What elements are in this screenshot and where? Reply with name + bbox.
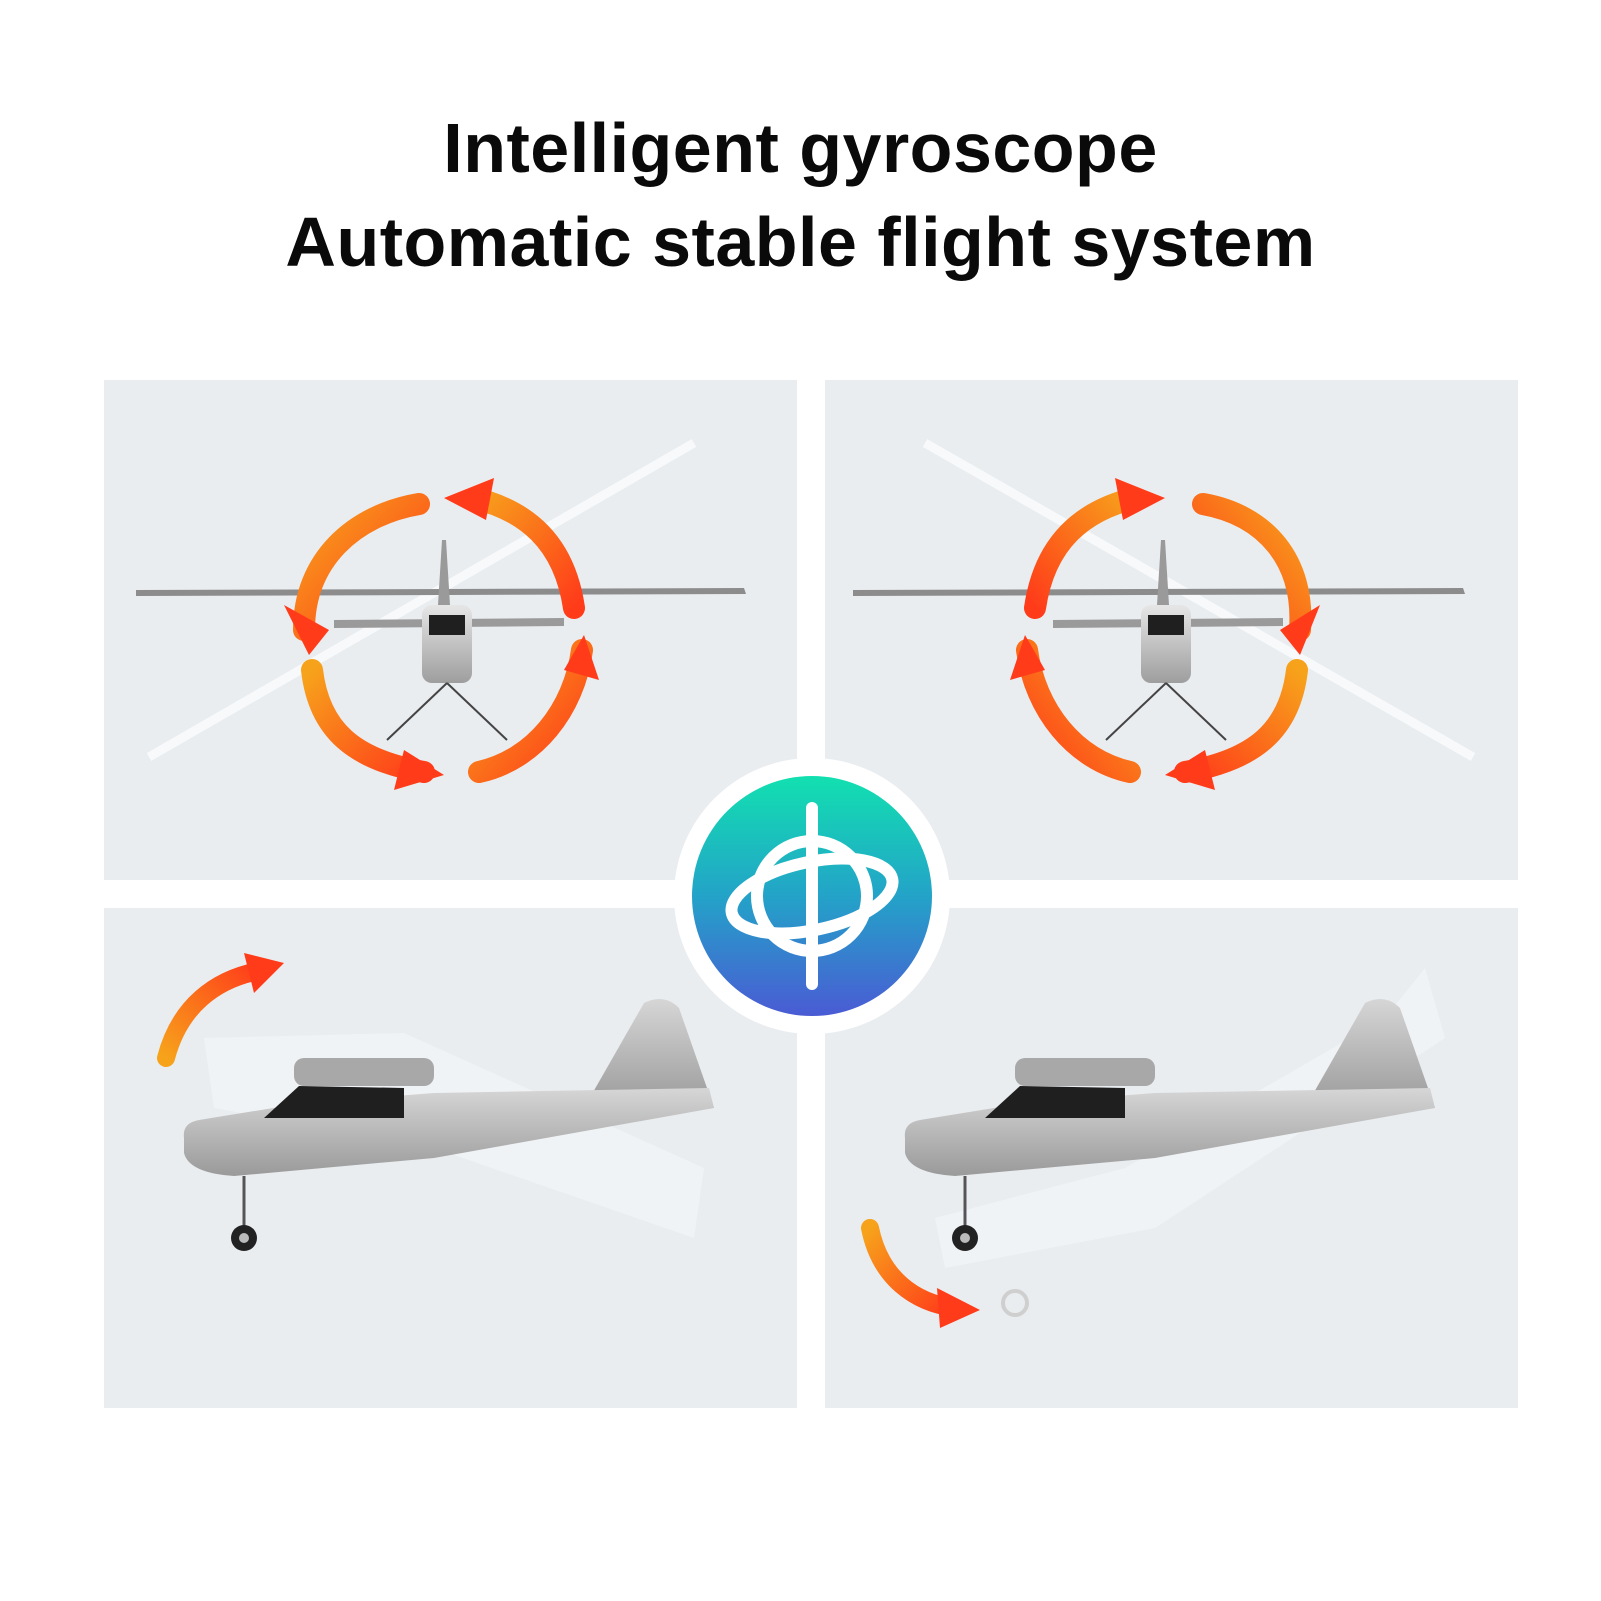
gyroscope-icon: [674, 758, 950, 1034]
gear-strut-left: [386, 682, 448, 741]
tail-fin: [1157, 540, 1169, 605]
roll-left-panel: [104, 380, 797, 880]
arrow-head: [394, 750, 444, 790]
rotation-arrow-upper-right: [463, 487, 585, 619]
front-view-plane-illustration: [853, 439, 1476, 790]
gear-strut-right: [446, 682, 508, 741]
headline-line-2: Automatic stable flight system: [285, 203, 1316, 281]
wing: [1015, 1058, 1155, 1086]
rotation-arrow-upper-left: [1024, 487, 1146, 619]
cockpit-window: [264, 1086, 404, 1118]
gyroscope-badge: [672, 756, 952, 1036]
tail-fin: [1305, 999, 1435, 1108]
side-view-plane-illustration: [861, 968, 1445, 1328]
arrow-head: [937, 1288, 980, 1328]
arrow-head: [444, 478, 494, 520]
cockpit-window: [985, 1086, 1125, 1118]
pitch-up-panel: [104, 908, 797, 1408]
windshield: [1148, 615, 1184, 635]
wing: [294, 1058, 434, 1086]
arrow-head: [1165, 750, 1215, 790]
arrow-head: [244, 953, 284, 993]
rotation-arrow-upper-left: [293, 493, 430, 641]
ghost-wheel: [1001, 1289, 1029, 1317]
tail-fin: [438, 540, 450, 605]
windshield: [429, 615, 465, 635]
rotation-arrow-upper-right: [1192, 493, 1312, 641]
arrow-head: [1280, 605, 1320, 655]
gear-strut-right: [1165, 682, 1227, 741]
tail-fin: [584, 999, 714, 1108]
arrow-head: [564, 635, 599, 680]
arrow-head: [284, 605, 329, 655]
pitch-down-panel: [825, 908, 1518, 1408]
arrow-head: [1010, 635, 1045, 680]
roll-right-panel: [825, 380, 1518, 880]
ghost-plane: [935, 968, 1445, 1268]
gear-strut-left: [1105, 682, 1167, 741]
front-view-plane-illustration: [136, 439, 746, 790]
ghost-wing: [922, 439, 1476, 761]
arrow-head: [1115, 478, 1165, 520]
headline-line-1: Intelligent gyroscope: [443, 109, 1158, 187]
side-view-plane-illustration: [157, 953, 714, 1251]
ghost-wing: [146, 439, 697, 761]
pitch-up-arrow: [157, 961, 273, 1067]
